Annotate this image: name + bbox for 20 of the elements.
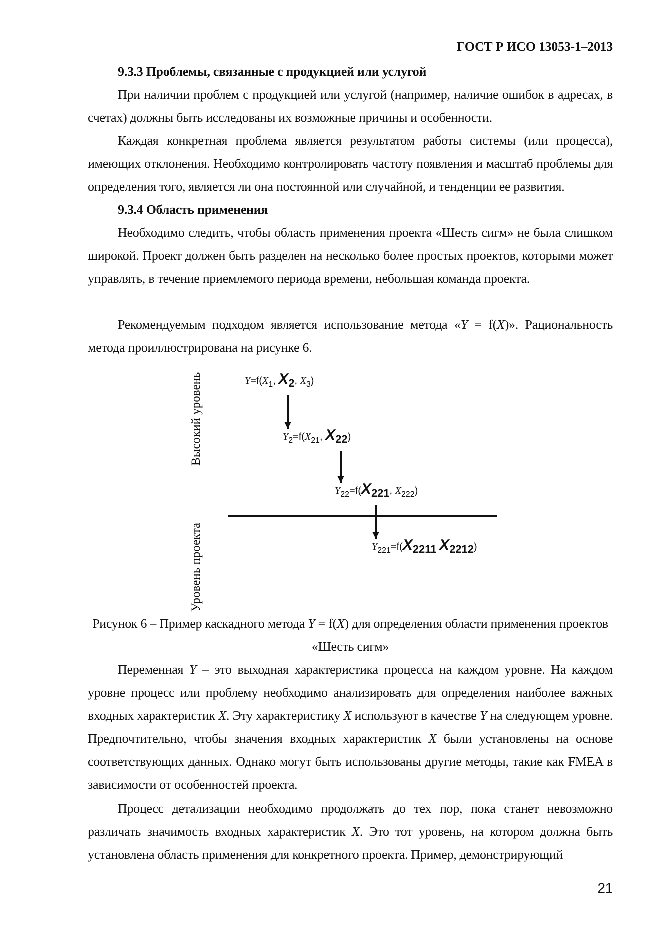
arrow: [284, 395, 292, 429]
formula-label: Y$_{22}$=f(X$_{221}$, X$_{222}$): [335, 482, 418, 503]
arrow: [338, 451, 344, 483]
formula-label: Y=f(X$_{1}$, X$_{2}$, X$_{3}$): [245, 372, 314, 393]
formula-label: Y$_{221}$=f(X$_{2211}$ X$_{2212}$): [372, 538, 478, 559]
paragraph: Необходимо следить, чтобы область применения проекта «Шесть сигм» не была слишком широкой. Проект должен быть разделен на несколько более простых проектов, которыми может управлять, в течение приемлемого периода времени, небольшая команда проекта.: [88, 224, 613, 288]
axis-label: Высокий уровень: [189, 372, 204, 466]
paragraph: Процесс детализации необходимо продолжать до тех пор, пока станет невозможно различать значимость входных характеристик X. Это тот уровень, на котором должна быть установлена область применения для конкретного проекта. Пример, демонстрирующий: [88, 800, 613, 864]
axis-label: Уровень проекта: [189, 522, 204, 612]
arrow: [372, 505, 380, 539]
paragraph: Переменная Y – это выходная характеристика процесса на каждом уровне. На каждом уровне процесс или проблему необходимо анализировать для определения наиболее важных входных характеристик X. Эту характеристику X используют в качестве Y на следующем уровне. Предпочтительно, чтобы значения входных характеристик X были установлены на основе соответствующих данных. Однако могут быть использованы другие методы, такие как FMEA в зависимости от особенностей проекта.: [88, 661, 613, 794]
section-heading: 9.3.3 Проблемы, связанные с продукцией или услугой: [118, 63, 427, 81]
paragraph: При наличии проблем с продукцией или услугой (например, наличие ошибок в адресах, в счетах) должны быть исследованы их возможные причины и особенности.: [88, 86, 613, 127]
formula-label: Y$_{2}$=f(X$_{21}$, X$_{22}$): [283, 428, 352, 449]
paragraph: Каждая конкретная проблема является результатом работы системы (или процесса), имеющих отклонения. Необходимо контролировать частоту появления и масштаб проблемы для определения того, является ли она постоянной или случайной, и тенденции ее развития.: [88, 132, 613, 196]
figure-caption: Рисунок 6 – Пример каскадного метода Y = f(X) для определения области применения проектов «Шесть сигм»: [92, 615, 610, 656]
paragraph: Рекомендуемым подходом является использование метода «Y = f(X)». Рациональность метода проиллюстрирована на рисунке 6.: [88, 316, 613, 357]
page-header: ГОСТ Р ИСО 13053-1–2013: [457, 38, 613, 56]
page-number: 21: [598, 879, 613, 898]
section-heading: 9.3.4 Область применения: [118, 201, 268, 219]
